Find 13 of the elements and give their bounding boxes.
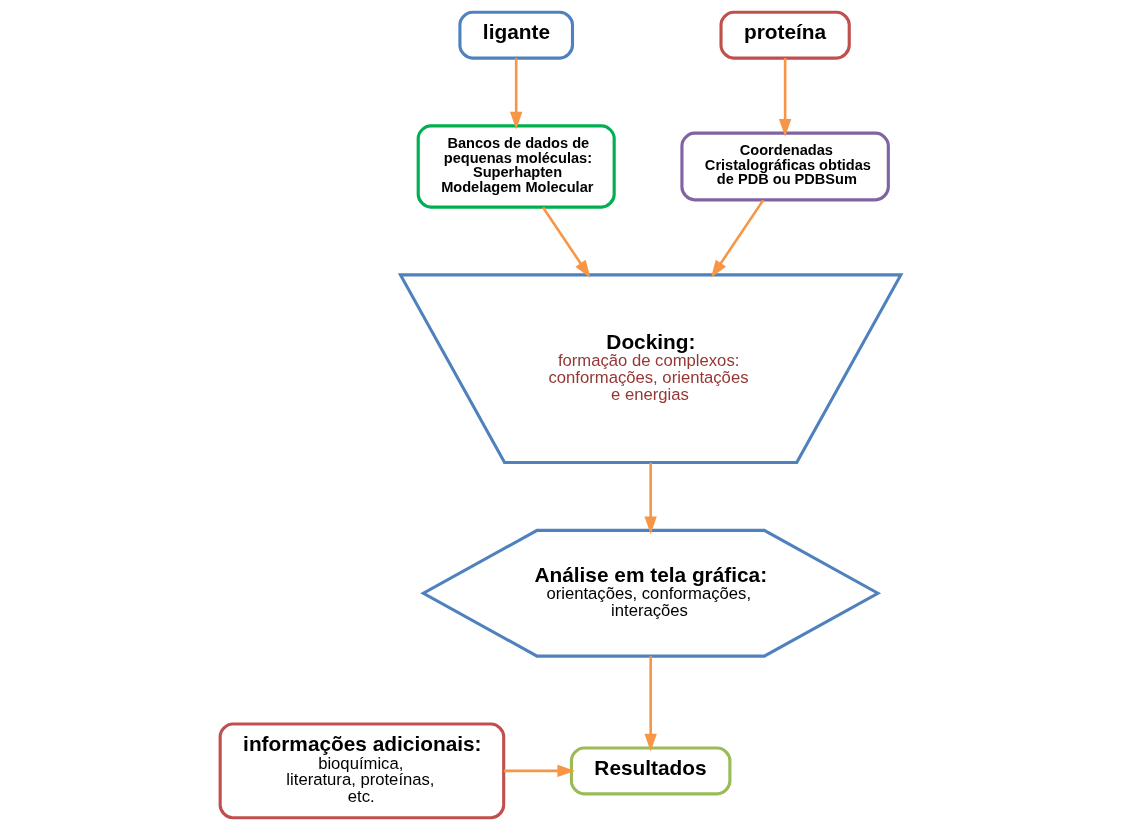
arrow — [644, 656, 657, 752]
node-box: proteína — [719, 10, 851, 60]
arrow — [510, 58, 523, 130]
node-box: Bancos de dados de pequenas moléculas: Superhapten Modelagem Molecular — [416, 124, 616, 209]
arrow — [644, 462, 657, 535]
node-box: ligante — [458, 10, 575, 60]
arrow — [542, 206, 591, 278]
arrow — [778, 58, 792, 137]
arrow — [711, 199, 765, 278]
node-box: informações adicionais: bioquímica, literatura, proteínas, etc. — [218, 722, 506, 820]
arrow — [503, 764, 576, 778]
node-box: Resultados — [569, 746, 732, 796]
node-box: Coordenadas Cristalográficas obtidas de PDB ou PDBSum — [680, 131, 890, 202]
